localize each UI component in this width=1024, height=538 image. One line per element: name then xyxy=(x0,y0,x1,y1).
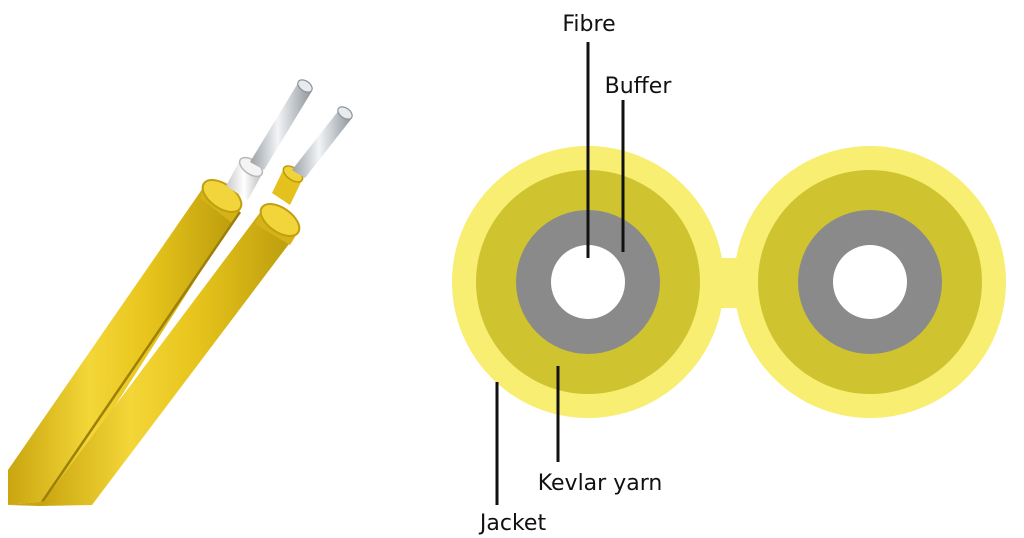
cable-illustration xyxy=(8,79,353,506)
right-subcable xyxy=(40,106,353,506)
kevlar-yarn-label: Kevlar yarn xyxy=(538,471,663,496)
fibre-label: Fibre xyxy=(562,12,615,37)
cross-section xyxy=(452,146,1006,418)
cable-seam xyxy=(38,211,242,506)
fibre-core xyxy=(833,245,907,319)
buffer-label: Buffer xyxy=(605,74,673,99)
left-subcable xyxy=(8,79,313,505)
jacket-label: Jacket xyxy=(478,511,547,536)
leader-lines xyxy=(495,42,625,505)
fibre-core xyxy=(551,245,625,319)
right-fibre-unit xyxy=(734,146,1006,418)
left-fibre-unit xyxy=(452,146,724,418)
